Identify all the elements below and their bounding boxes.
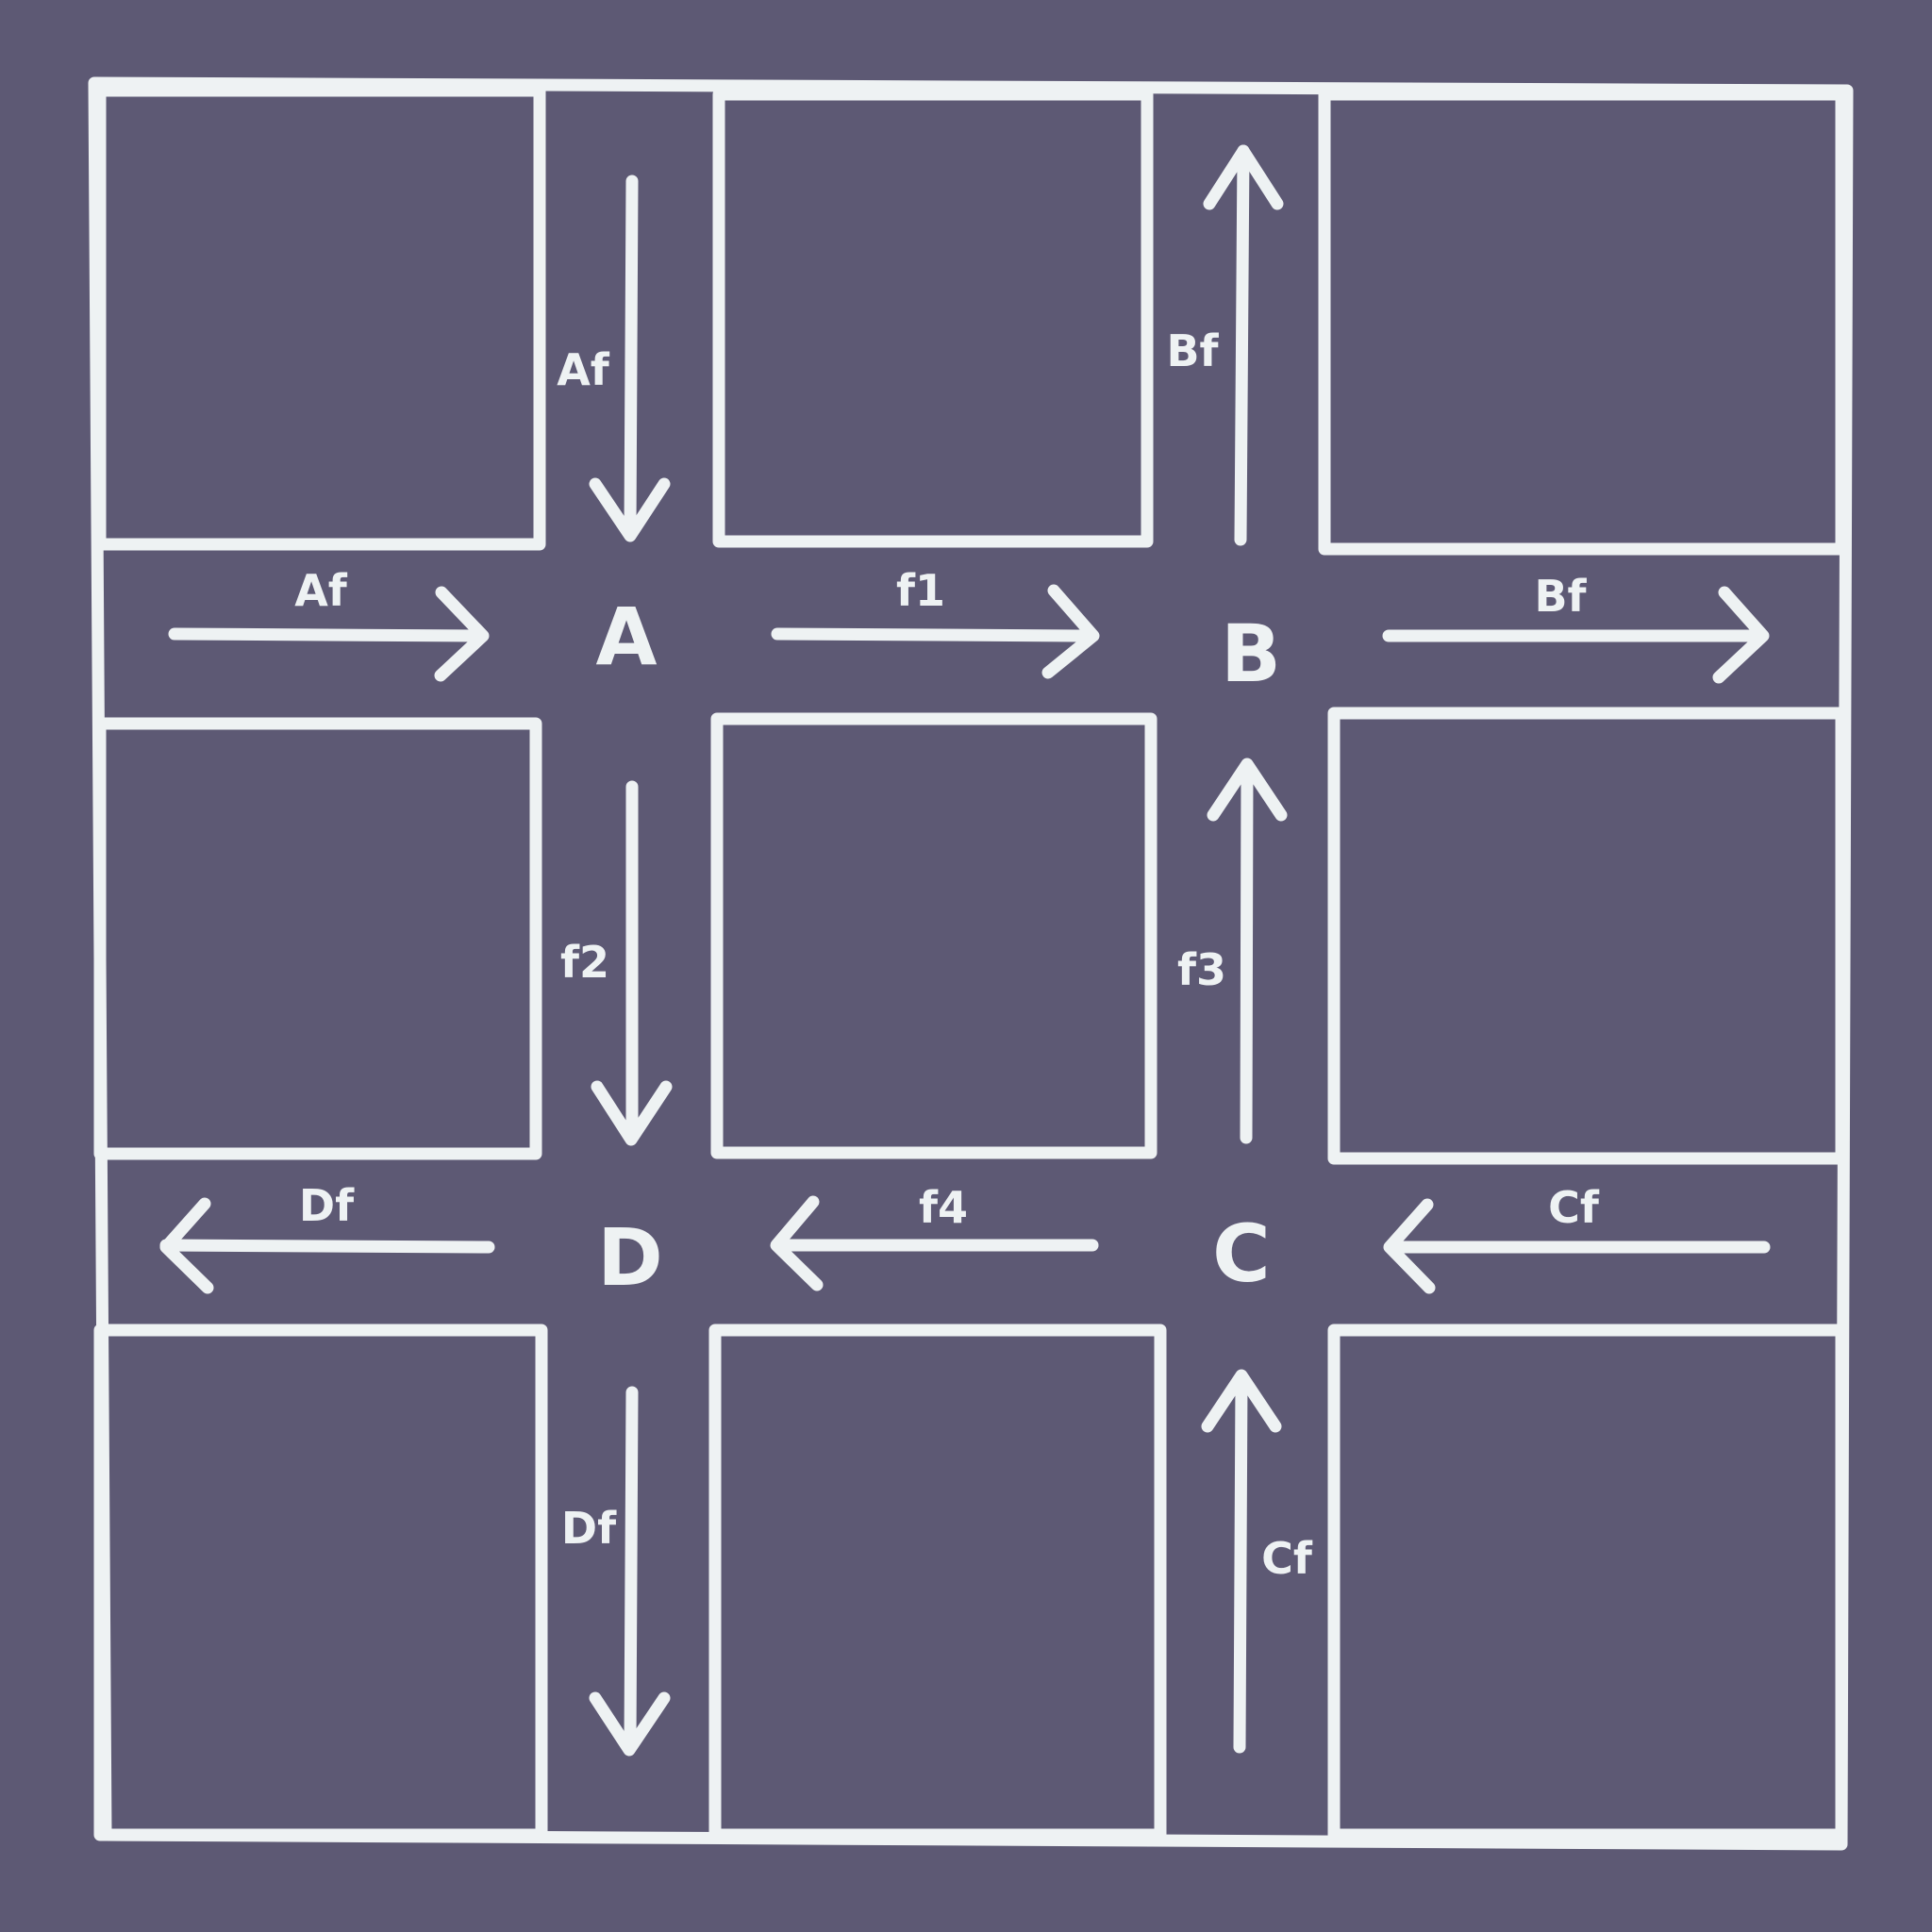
node-d: D [597,1211,663,1304]
block-r1c2 [712,88,1154,548]
block-r2c2 [710,712,1158,1159]
arrow-cf-left [1383,1198,1771,1294]
node-c: C [1212,1208,1271,1300]
edge-label-df-left: Df [299,1180,355,1231]
block-r2c3 [1327,707,1848,1165]
arrow-bf-up [1203,144,1284,546]
edge-label-af-top: Af [557,344,610,395]
arrow-f4-left [770,1195,1099,1291]
edge-label-bf-right: Bf [1534,571,1587,622]
edge-label-bf-top: Bf [1166,325,1219,376]
arrow-df-left [159,1197,495,1294]
arrow-df-down [589,1386,671,1757]
edge-label-df-bottom: Df [561,1503,617,1554]
edge-label-cf-bottom: Cf [1261,1533,1313,1584]
outer-frame [88,76,1854,1851]
block-r3c3 [1327,1324,1848,1841]
edge-label-f4: f4 [919,1182,968,1233]
arrow-cf-up [1201,1369,1282,1754]
arrow-bf-right [1382,586,1770,684]
block-r1c1 [93,84,546,551]
edge-label-af-left: Af [294,565,348,616]
node-a: A [595,591,657,683]
arrow-f3-up [1207,758,1288,1144]
block-r3c2 [708,1324,1167,1841]
arrow-f1-right [771,584,1100,679]
block-r1c3 [1318,88,1848,556]
block-r3c1 [93,1324,548,1841]
edge-label-f1: f1 [896,565,945,616]
arrow-f2-down [591,780,673,1146]
edge-label-f3: f3 [1177,944,1226,995]
node-b: B [1221,608,1281,700]
edge-label-f2: f2 [560,937,609,988]
arrow-af-right [168,586,490,682]
edge-label-cf-right: Cf [1548,1182,1600,1233]
arrow-af-down [589,175,671,542]
block-r2c1 [93,717,542,1160]
